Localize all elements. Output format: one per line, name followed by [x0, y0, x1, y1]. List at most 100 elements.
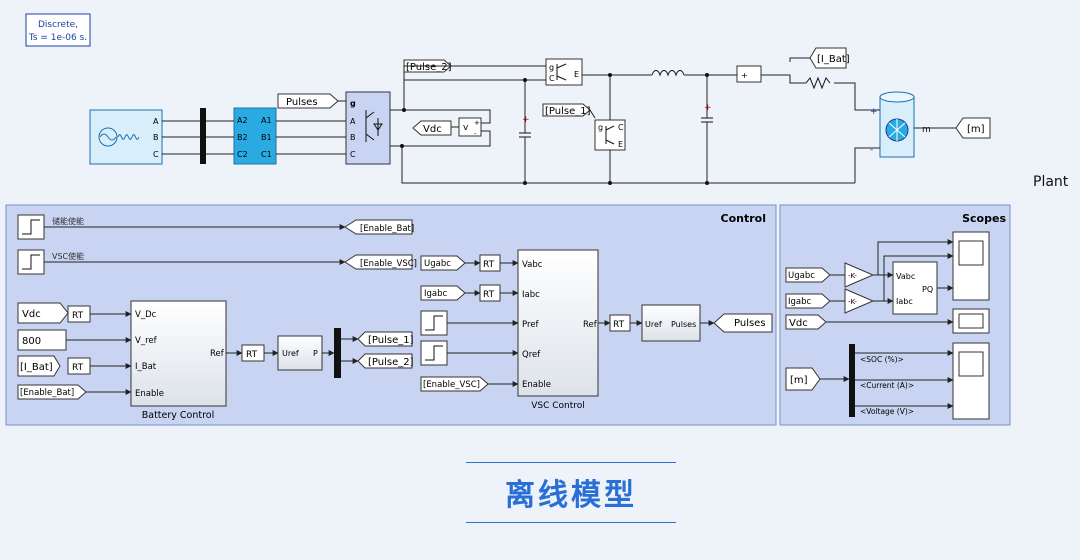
demux-bar[interactable] — [334, 328, 341, 378]
bus-signal-current: <Current (A)> — [860, 381, 914, 390]
current-measurement[interactable]: + P — [736, 65, 762, 83]
breaker-bar[interactable] — [200, 108, 206, 164]
rt-block-igabc[interactable]: RT — [479, 284, 501, 302]
svg-text:g: g — [598, 123, 603, 132]
plant-label: Plant — [1033, 174, 1069, 190]
resistor[interactable] — [805, 76, 831, 90]
qref-step-block[interactable] — [420, 340, 448, 366]
vdc-scope-from[interactable]: Vdc — [785, 314, 827, 330]
conv-port-b: B — [350, 133, 356, 142]
powergui-block[interactable]: Discrete, Ts = 1e-06 s. — [25, 13, 91, 47]
scope-3[interactable] — [952, 342, 990, 420]
pwm-generator-vsc[interactable]: Uref Pulses — [641, 304, 701, 342]
pwm-generator-battery[interactable]: Uref P — [277, 335, 323, 371]
svg-text:+: + — [870, 107, 878, 117]
converter-bridge[interactable]: g A B C — [345, 91, 391, 165]
igabc-from-tag[interactable]: Igabc — [420, 285, 466, 301]
svg-text:P: P — [313, 349, 318, 358]
pulse2-goto[interactable]: [Pulse_2] — [357, 353, 414, 369]
pulses-goto[interactable]: Pulses — [713, 313, 773, 333]
pulses-from-tag[interactable]: Pulses — [277, 93, 339, 109]
svg-text:Uref: Uref — [645, 320, 662, 329]
scope-2[interactable] — [952, 308, 990, 334]
svg-text:v: v — [463, 123, 469, 133]
vsc-control-name: VSC Control — [531, 401, 585, 411]
bus-selector[interactable]: <SOC (%)> <Current (A)> <Voltage (V)> — [849, 344, 914, 417]
step2-label: VSC使能 — [52, 251, 84, 261]
scope-ugabc-from[interactable]: Ugabc — [785, 267, 831, 283]
vref-constant[interactable]: 800 — [17, 329, 67, 351]
igbt-lower[interactable]: g C E — [594, 119, 626, 151]
pq-measure-block[interactable]: Vabc Iabc PQ — [892, 261, 938, 315]
powergui-line1: Discrete, — [38, 20, 78, 30]
enable-vsc-from-tag[interactable]: [Enable_VSC] — [420, 376, 489, 392]
m-scope-from[interactable]: [m] — [785, 367, 821, 391]
svg-text:Vdc: Vdc — [22, 309, 41, 320]
svg-text:[Enable_Bat]: [Enable_Bat] — [20, 388, 74, 398]
rt-block-vsc-out[interactable]: RT — [609, 314, 631, 332]
ibat-goto-tag[interactable]: [I_Bat] — [809, 47, 850, 69]
svg-text:Enable: Enable — [522, 380, 551, 390]
scope-1[interactable] — [952, 231, 990, 301]
svg-text:Vdc: Vdc — [789, 318, 808, 329]
svg-text:[Enable_VSC]: [Enable_VSC] — [423, 380, 480, 390]
svg-text:RT: RT — [246, 350, 258, 360]
step-block-2[interactable] — [17, 249, 45, 275]
svg-text:g: g — [549, 63, 554, 72]
source-port-b: B — [153, 133, 159, 142]
svg-text:Vabc: Vabc — [896, 272, 915, 281]
svg-text:Igabc: Igabc — [424, 289, 448, 299]
vdc-goto-tag[interactable]: Vdc — [412, 120, 452, 136]
rt-block-battery-out[interactable]: RT — [241, 344, 265, 362]
svg-text:I_Bat: I_Bat — [135, 362, 157, 372]
svg-text:[Pulse_2]: [Pulse_2] — [368, 357, 414, 368]
control-wiring — [44, 224, 715, 395]
enable-bat-goto[interactable]: [Enable_Bat] — [344, 219, 414, 235]
svg-text:V_Dc: V_Dc — [135, 310, 157, 320]
svg-text:PQ: PQ — [922, 285, 933, 294]
svg-text:Ugabc: Ugabc — [424, 259, 451, 269]
svg-text:[Pulse_1]: [Pulse_1] — [368, 335, 414, 346]
bus-signal-soc: <SOC (%)> — [860, 355, 904, 364]
svg-text:-K-: -K- — [848, 298, 857, 306]
ibat-from-tag[interactable]: [I_Bat] — [17, 355, 61, 377]
svg-text:Qref: Qref — [522, 350, 541, 360]
svg-text:Ref: Ref — [583, 320, 598, 330]
battery-block[interactable]: + - m — [870, 91, 931, 158]
svg-text:+: + — [741, 71, 748, 80]
svg-text:RT: RT — [72, 363, 84, 373]
svg-text:[Pulse_1]: [Pulse_1] — [545, 106, 591, 117]
battery-control-name: Battery Control — [142, 410, 215, 421]
pref-step-block[interactable] — [420, 310, 448, 336]
step-block-1[interactable] — [17, 214, 45, 240]
svg-text:800: 800 — [22, 336, 41, 347]
rt-block-ugabc[interactable]: RT — [479, 254, 501, 272]
enable-bat-from-tag[interactable]: [Enable_Bat] — [17, 384, 87, 400]
voltage-measurement[interactable]: v + - — [458, 117, 482, 138]
scopes-title: Scopes — [962, 212, 1006, 225]
source-port-a: A — [153, 117, 159, 126]
inductor[interactable] — [651, 70, 685, 77]
rt-block-vdc[interactable]: RT — [67, 305, 91, 323]
battery-control-block[interactable]: V_Dc V_ref I_Bat Enable Ref — [130, 300, 227, 407]
svg-text:Pulses: Pulses — [286, 97, 318, 108]
vdc-from-tag[interactable]: Vdc — [17, 302, 69, 324]
transformer-block[interactable]: A2 B2 C2 A1 B1 C1 — [233, 107, 277, 165]
svg-text:C: C — [549, 74, 555, 83]
svg-text:+: + — [474, 119, 480, 127]
rt-block-ibat[interactable]: RT — [67, 357, 91, 375]
igbt-upper[interactable]: g C E — [545, 58, 583, 86]
svg-text:Ref: Ref — [210, 349, 225, 359]
scope-igabc-from[interactable]: Igabc — [785, 293, 831, 309]
three-phase-source[interactable]: A B C — [89, 109, 163, 165]
vsc-control-block[interactable]: Vabc Iabc Pref Qref Enable Ref — [517, 249, 599, 397]
svg-text:Pulses: Pulses — [671, 320, 696, 329]
enable-vsc-goto[interactable]: [Enable_VSC] — [344, 254, 417, 270]
svg-text:-K-: -K- — [848, 272, 857, 280]
pulse1-goto[interactable]: [Pulse_1] — [357, 331, 414, 347]
m-goto-tag[interactable]: [m] — [955, 117, 991, 139]
svg-text:[Pulse_2]: [Pulse_2] — [406, 62, 452, 73]
pulse1-from-tag[interactable]: [Pulse_1] — [542, 103, 591, 117]
svg-text:[I_Bat]: [I_Bat] — [20, 362, 53, 373]
ugabc-from-tag[interactable]: Ugabc — [420, 255, 466, 271]
